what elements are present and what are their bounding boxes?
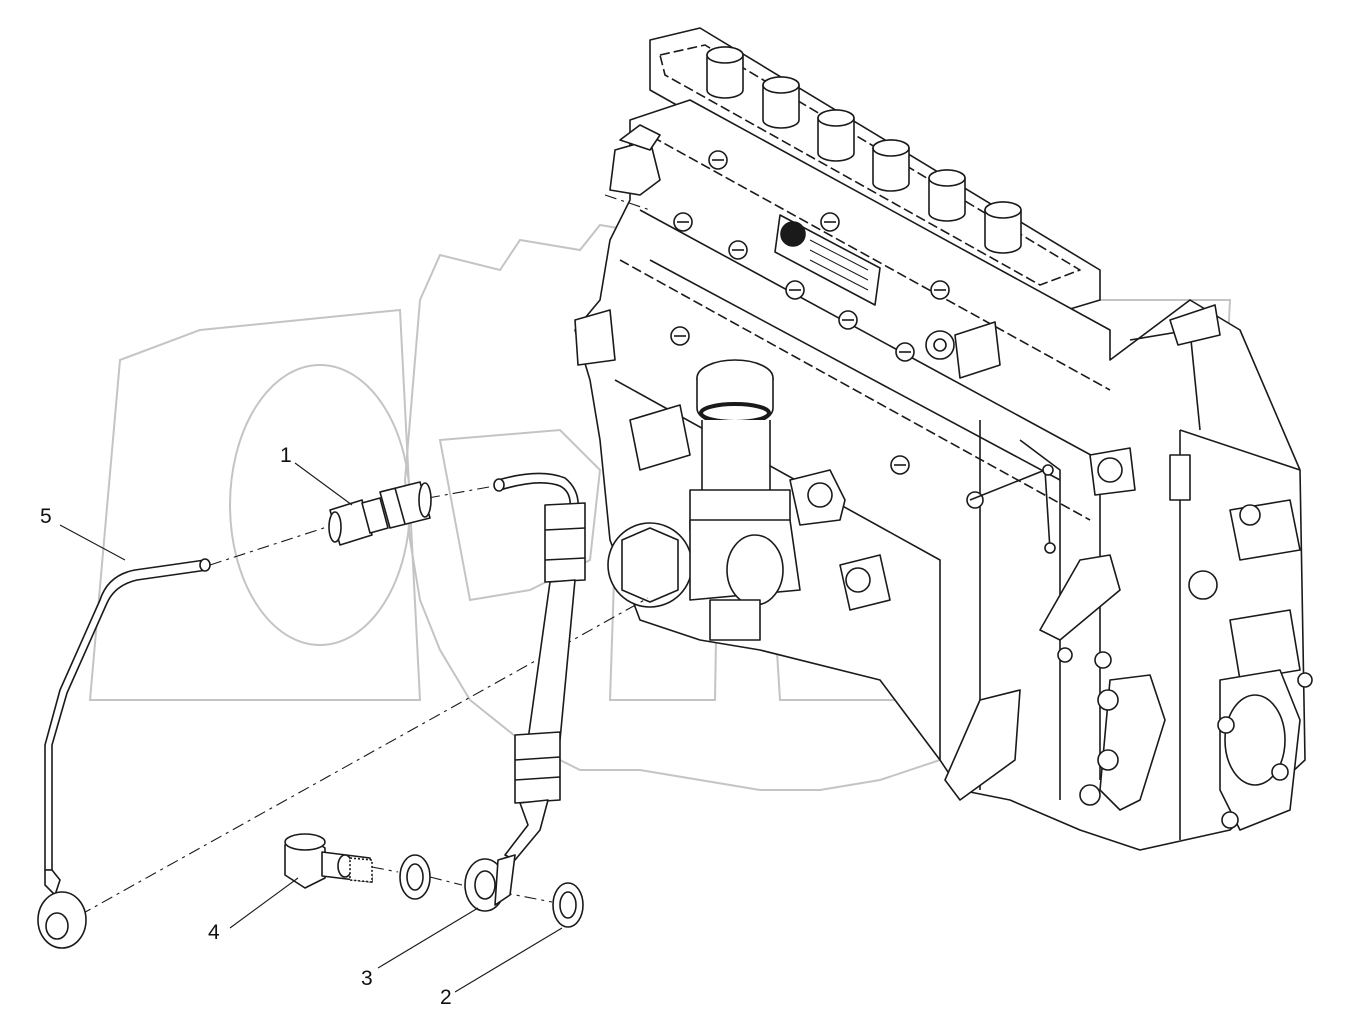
callout-3: 3: [361, 967, 373, 990]
part-5-fuel-tube: [37, 558, 211, 949]
callout-1: 1: [280, 444, 292, 467]
injection-pump: [574, 27, 1313, 851]
part-1-union-fitting: [328, 481, 432, 546]
front-fitting: [607, 469, 846, 641]
callout-4: 4: [208, 921, 220, 944]
delivery-valve-caps: [706, 46, 1022, 254]
leader-lines: [59, 462, 563, 993]
callout-5: 5: [40, 505, 52, 528]
part-2-sealing-washers: [399, 854, 584, 928]
governor-lever: [944, 464, 1166, 811]
callout-2: 2: [440, 986, 452, 1009]
part-4-banjo-bolt: [284, 833, 373, 889]
part-3-hose-assembly: [464, 472, 586, 912]
